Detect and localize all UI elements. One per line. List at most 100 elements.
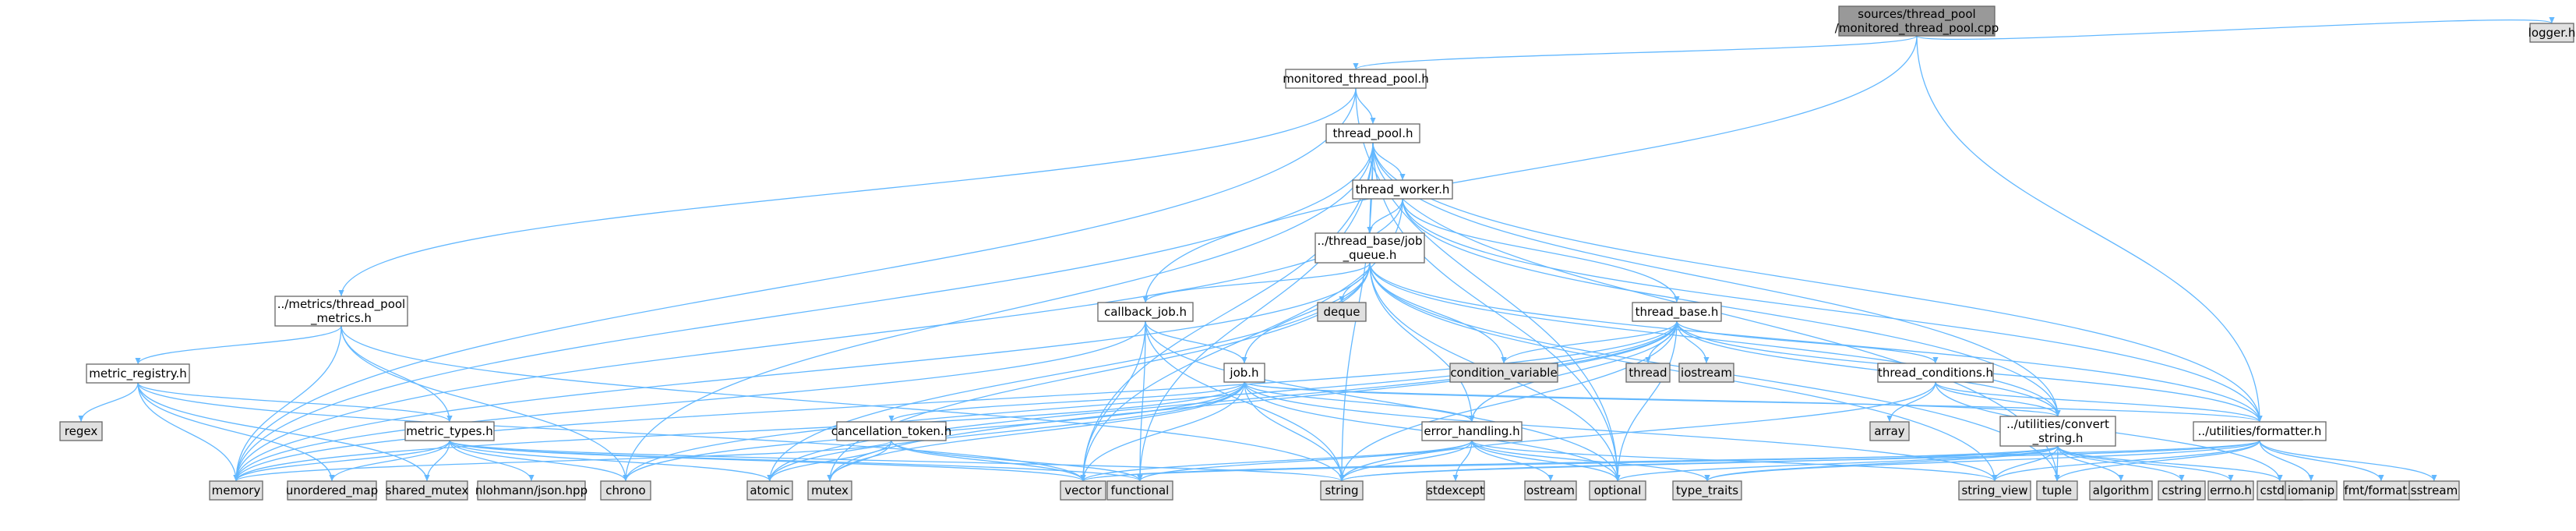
node-box-ct (836, 421, 947, 441)
node-box-array (1869, 421, 1910, 441)
edge-fmt-to-tuple (2054, 440, 2260, 482)
node-label-mr: metric_registry.h (89, 366, 186, 381)
edge-eh-to-ostream (1471, 440, 1554, 482)
node-label-fmtformat: fmt/format.h (2344, 483, 2418, 497)
node-box-eh (1421, 421, 1523, 441)
node-box-tb (1632, 302, 1722, 322)
edge-ct-to-atomic (767, 440, 892, 482)
node-box-conv (1999, 416, 2116, 447)
edge-eh-to-typetraits (1471, 440, 1710, 482)
node-mr[interactable]: metric_registry.h (86, 363, 190, 384)
edge-jq-to-conv (1369, 262, 2061, 417)
node-label-sv: string_view (1961, 483, 2027, 498)
node-label-sstream: sstream (2411, 483, 2458, 497)
edge-tp-to-chrono (623, 142, 1374, 482)
edge-mt-to-chrono (449, 440, 629, 482)
edge-mt-to-memory (233, 440, 450, 482)
node-label-mt: metric_types.h (406, 424, 492, 439)
edge-ct-to-functional (891, 440, 1143, 482)
node-cbj[interactable]: callback_job.h (1097, 302, 1194, 322)
node-root[interactable]: sources/thread_pool/monitored_thread_poo… (1835, 5, 1999, 37)
node-algorithm: algorithm (2089, 480, 2153, 501)
node-label-functional: functional (1111, 483, 1170, 497)
node-box-umap (287, 480, 377, 501)
edge-tb-to-string (1339, 320, 1678, 482)
node-cv: condition_variable (1449, 363, 1558, 383)
edge-cbj-to-vector (1080, 320, 1146, 482)
edge-cbj-to-job (1145, 320, 1247, 364)
edge-tc-to-string (1339, 381, 1936, 482)
edge-cbj-to-string (1145, 320, 1345, 482)
node-mtp[interactable]: monitored_thread_pool.h (1283, 69, 1429, 89)
edge-fmt-to-sstream (2259, 440, 2437, 482)
edge-tc-to-conv (1935, 381, 2061, 417)
node-fmt[interactable]: ../utilities/formatter.h (2193, 421, 2327, 441)
edge-tp-to-memory (233, 142, 1374, 482)
edge-fmt-to-iomanip (2259, 440, 2314, 482)
node-string: string (1320, 480, 1364, 501)
node-label-thread: thread (1629, 366, 1667, 380)
edge-cbj-to-functional (1137, 320, 1146, 482)
edge-eh-to-optional (1471, 440, 1621, 482)
edge-jq-to-memory (233, 262, 1371, 482)
edge-root-to-mtp (1353, 35, 1918, 70)
node-umap: unordered_map (286, 480, 378, 501)
edge-eh-to-string (1339, 440, 1473, 482)
node-conv[interactable]: ../utilities/convert_string.h (1999, 416, 2116, 447)
edge-fmt-to-vector (1080, 440, 2260, 482)
node-jq[interactable]: ../thread_base/job_queue.h (1314, 232, 1425, 264)
edge-tb-to-tc (1676, 320, 1939, 364)
node-box-sv (1958, 480, 2031, 501)
node-label-jq: _queue.h (1343, 248, 1397, 263)
node-tw[interactable]: thread_worker.h (1352, 179, 1453, 200)
node-typetraits: type_traits (1672, 480, 1742, 501)
edge-jq-to-cbj (1142, 262, 1371, 303)
node-box-atomic (746, 480, 793, 501)
node-label-tuple: tuple (2042, 483, 2072, 497)
node-logger: logger.h (2528, 23, 2575, 43)
edge-root-to-fmt (1916, 35, 2263, 423)
node-box-fmtformat (2343, 480, 2419, 501)
node-box-cstring (2158, 480, 2206, 501)
node-thread: thread (1625, 363, 1671, 383)
node-errno: errno.h (2207, 480, 2254, 501)
node-box-fmt (2193, 421, 2327, 441)
node-box-iostream (1678, 363, 1734, 383)
node-label-errno: errno.h (2210, 483, 2252, 497)
node-label-json: nlohmann/json.hpp (475, 483, 588, 497)
node-label-string: string (1325, 483, 1358, 497)
node-label-tc: thread_conditions.h (1878, 366, 1993, 381)
edge-tpm-to-memory (233, 325, 342, 482)
node-box-tp (1325, 123, 1420, 143)
node-job[interactable]: job.h (1223, 363, 1265, 383)
edge-ct-to-memory (233, 440, 892, 482)
node-box-chrono (600, 480, 651, 501)
node-box-memory (209, 480, 263, 501)
node-sstream: sstream (2408, 480, 2460, 501)
node-label-regex: regex (65, 424, 98, 438)
node-box-logger (2529, 23, 2574, 43)
node-box-optional (1589, 480, 1646, 501)
edge-mr-to-umap (137, 382, 335, 482)
node-box-vector (1060, 480, 1106, 501)
node-label-mtp: monitored_thread_pool.h (1283, 72, 1429, 87)
node-label-memory: memory (212, 483, 261, 497)
edge-job-to-memory (233, 381, 1245, 482)
node-box-string (1320, 480, 1364, 501)
node-ct[interactable]: cancellation_token.h (831, 421, 951, 441)
node-box-functional (1106, 480, 1173, 501)
node-tc[interactable]: thread_conditions.h (1877, 363, 1994, 383)
node-label-umap: unordered_map (286, 483, 378, 498)
node-label-cbj: callback_job.h (1104, 305, 1187, 320)
node-tp[interactable]: thread_pool.h (1325, 123, 1420, 143)
node-label-tp: thread_pool.h (1333, 126, 1413, 141)
edge-job-to-string (1244, 381, 1345, 482)
edge-root-to-cbj (1142, 35, 1918, 303)
node-eh[interactable]: error_handling.h (1421, 421, 1523, 441)
edge-tb-to-cv (1501, 320, 1678, 364)
node-tb[interactable]: thread_base.h (1632, 302, 1722, 322)
node-tpm[interactable]: ../metrics/thread_pool_metrics.h (274, 296, 408, 327)
node-mt[interactable]: metric_types.h (404, 421, 495, 441)
node-box-tpm (274, 296, 408, 327)
node-label-array: array (1874, 424, 1904, 438)
